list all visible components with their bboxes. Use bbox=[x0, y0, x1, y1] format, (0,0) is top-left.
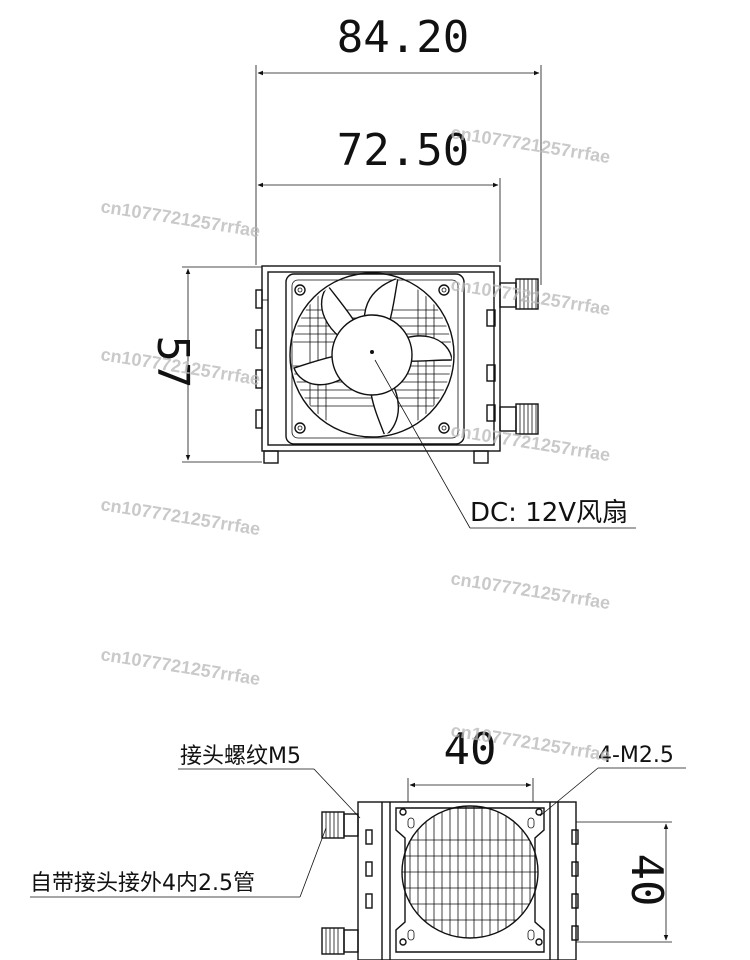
dimension-fan-height: 40 bbox=[548, 821, 672, 943]
watermark-text: cn1077721257rrfae bbox=[449, 568, 611, 613]
watermark-text: cn1077721257rrfae bbox=[99, 644, 261, 689]
mount-label: 4-M2.5 bbox=[598, 743, 674, 768]
overall-width-label: 84.20 bbox=[337, 12, 469, 63]
dimension-radiator-width: 72.50 bbox=[257, 125, 501, 262]
outlet-fitting-top bbox=[499, 403, 539, 435]
fan-annotation: DC: 12V风扇 bbox=[374, 359, 636, 529]
fan-label: DC: 12V风扇 bbox=[470, 498, 628, 528]
fan-width-label: 40 bbox=[444, 724, 497, 775]
fitting-annotation: 自带接头接外4内2.5管 bbox=[30, 827, 327, 898]
inlet-fitting-side bbox=[321, 811, 359, 839]
watermark-text: cn1077721257rrfae bbox=[99, 196, 261, 241]
watermark-text: cn1077721257rrfae bbox=[99, 494, 261, 539]
inlet-fitting-top bbox=[499, 278, 539, 310]
radiator-width-label: 72.50 bbox=[337, 125, 469, 176]
side-view: 40 40 bbox=[30, 724, 686, 960]
front-view: 84.20 72.50 57 bbox=[147, 12, 636, 529]
fitting-label: 自带接头接外4内2.5管 bbox=[30, 871, 255, 896]
dimension-overall-width: 84.20 bbox=[255, 12, 542, 285]
watermark-text: cn1077721257rrfae bbox=[449, 122, 611, 167]
height-label: 57 bbox=[147, 336, 198, 389]
fan-height-label: 40 bbox=[621, 854, 672, 907]
dimension-height: 57 bbox=[147, 266, 262, 463]
radiator-front bbox=[255, 265, 501, 464]
thread-annotation: 接头螺纹M5 bbox=[178, 744, 361, 819]
mount-annotation: 4-M2.5 bbox=[539, 743, 686, 817]
outlet-fitting-side bbox=[321, 927, 359, 955]
thread-label: 接头螺纹M5 bbox=[180, 744, 301, 769]
radiator-side bbox=[357, 801, 579, 960]
dimension-fan-width: 40 bbox=[407, 724, 534, 815]
